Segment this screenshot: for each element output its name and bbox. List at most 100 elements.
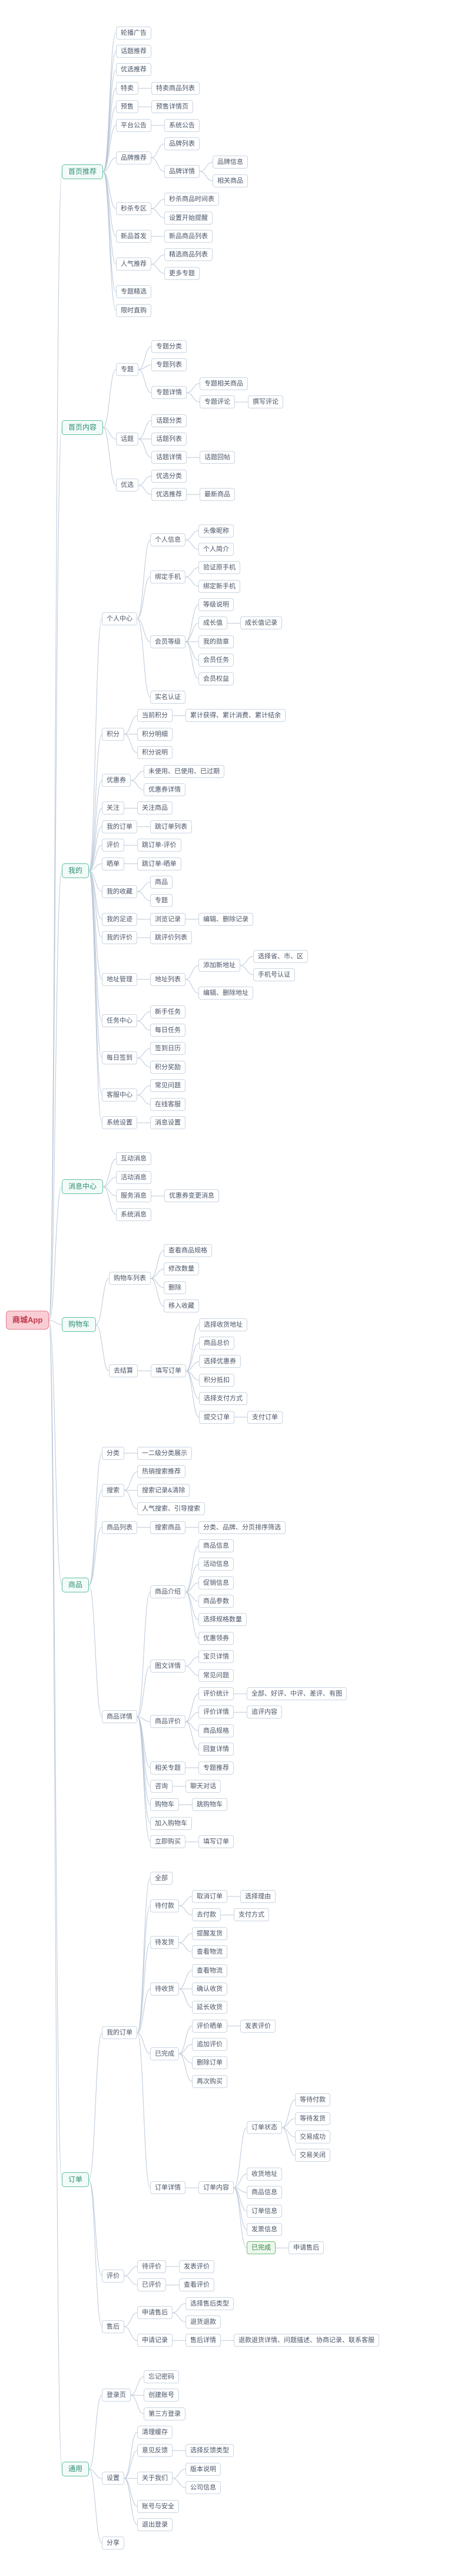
mindmap-node[interactable]: 已完成 <box>150 2047 179 2060</box>
mindmap-node[interactable]: 每日签到 <box>102 1051 137 1064</box>
mindmap-node[interactable]: 删除订单 <box>192 2056 227 2069</box>
mindmap-node[interactable]: 选择支付方式 <box>199 1392 247 1405</box>
mindmap-node[interactable]: 交易关闭 <box>295 2149 330 2162</box>
branch-home-recommend[interactable]: 首页推荐 <box>62 164 104 179</box>
mindmap-node[interactable]: 退出登录 <box>137 2518 173 2531</box>
mindmap-node[interactable]: 话题 <box>116 433 138 446</box>
mindmap-node[interactable]: 绑定手机 <box>150 570 185 583</box>
mindmap-node[interactable]: 优惠券变更消息 <box>164 1189 219 1202</box>
mindmap-node[interactable]: 分享 <box>102 2537 124 2549</box>
mindmap-node[interactable]: 取消订单 <box>192 1890 227 1903</box>
mindmap-node[interactable]: 选择反馈类型 <box>185 2444 234 2457</box>
mindmap-node[interactable]: 优选推荐 <box>116 63 151 76</box>
mindmap-node[interactable]: 服务消息 <box>116 1189 151 1202</box>
mindmap-node[interactable]: 移入收藏 <box>164 1299 199 1312</box>
mindmap-node[interactable]: 我的评价 <box>102 931 137 944</box>
mindmap-node[interactable]: 等级说明 <box>198 598 234 611</box>
mindmap-node[interactable]: 分类、品牌、分页排序筛选 <box>198 1521 286 1534</box>
mindmap-node[interactable]: 积分 <box>102 728 124 741</box>
mindmap-node[interactable]: 查看物流 <box>192 1945 227 1958</box>
mindmap-node[interactable]: 验证原手机 <box>198 561 240 574</box>
mindmap-node[interactable]: 成长值 <box>198 616 227 629</box>
mindmap-node[interactable]: 秒杀专区 <box>116 202 151 215</box>
mindmap-node[interactable]: 浏览记录 <box>150 913 185 926</box>
mindmap-node[interactable]: 提醒发货 <box>192 1927 227 1940</box>
mindmap-node[interactable]: 个人信息 <box>150 533 185 546</box>
mindmap-node[interactable]: 评价晒单 <box>192 2020 227 2033</box>
mindmap-node[interactable]: 咨询 <box>150 1780 173 1793</box>
mindmap-node[interactable]: 购物车列表 <box>109 1272 151 1285</box>
mindmap-node[interactable]: 全部、好评、中评、差评、有图 <box>247 1687 347 1700</box>
mindmap-node[interactable]: 商品总价 <box>199 1337 234 1350</box>
mindmap-node[interactable]: 清理缓存 <box>137 2426 173 2439</box>
mindmap-node[interactable]: 品牌推荐 <box>116 151 151 164</box>
mindmap-node[interactable]: 商品介绍 <box>150 1585 185 1598</box>
mindmap-node[interactable]: 我的勋章 <box>198 635 234 648</box>
mindmap-node[interactable]: 待发货 <box>150 1936 179 1949</box>
mindmap-node[interactable]: 申请记录 <box>137 2334 173 2347</box>
mindmap-node[interactable]: 积分抵扣 <box>199 1374 234 1387</box>
mindmap-node[interactable]: 地址列表 <box>150 973 185 986</box>
mindmap-node[interactable]: 支付订单 <box>247 1411 283 1424</box>
mindmap-node[interactable]: 精选商品列表 <box>164 248 213 261</box>
mindmap-node[interactable]: 热销搜索推荐 <box>137 1465 185 1478</box>
mindmap-node[interactable]: 忘记密码 <box>144 2370 179 2383</box>
mindmap-node[interactable]: 评价详情 <box>198 1706 234 1719</box>
branch-home-content[interactable]: 首页内容 <box>62 420 104 435</box>
mindmap-node[interactable]: 跳订单-晒单 <box>137 857 181 870</box>
mindmap-node[interactable]: 消息设置 <box>150 1116 185 1129</box>
mindmap-node[interactable]: 限时直购 <box>116 304 151 317</box>
mindmap-node[interactable]: 登录页 <box>102 2389 131 2402</box>
mindmap-node[interactable]: 专题评论 <box>200 395 235 408</box>
mindmap-node[interactable]: 常见问题 <box>198 1669 234 1682</box>
mindmap-node[interactable]: 轮播广告 <box>116 27 151 39</box>
mindmap-node[interactable]: 累计获得、累计消费、累计结余 <box>185 709 286 722</box>
mindmap-node[interactable]: 个人简介 <box>198 543 234 556</box>
mindmap-node[interactable]: 新品商品列表 <box>164 230 213 243</box>
mindmap-node[interactable]: 积分说明 <box>137 746 173 759</box>
mindmap-node[interactable]: 预售详情页 <box>151 100 193 113</box>
mindmap-node[interactable]: 未使用、已使用、已过期 <box>144 765 224 778</box>
mindmap-node[interactable]: 更多专题 <box>164 267 200 280</box>
mindmap-node[interactable]: 售后 <box>102 2320 124 2333</box>
mindmap-node[interactable]: 已评价 <box>137 2278 166 2291</box>
mindmap-node[interactable]: 特卖商品列表 <box>151 82 200 95</box>
mindmap-node[interactable]: 选择优惠券 <box>199 1355 241 1368</box>
mindmap-node[interactable]: 聊天对话 <box>185 1780 221 1793</box>
mindmap-node[interactable]: 优惠领券 <box>198 1632 234 1645</box>
mindmap-node[interactable]: 专题精选 <box>116 285 151 298</box>
mindmap-node[interactable]: 活动消息 <box>116 1171 151 1184</box>
mindmap-node[interactable]: 积分奖励 <box>150 1061 185 1074</box>
mindmap-node[interactable]: 售后详情 <box>185 2334 221 2347</box>
mindmap-node[interactable]: 回复详情 <box>198 1743 234 1756</box>
mindmap-node[interactable]: 预售 <box>116 100 138 113</box>
mindmap-node[interactable]: 图文详情 <box>150 1660 185 1673</box>
mindmap-node[interactable]: 创建账号 <box>144 2389 179 2402</box>
mindmap-node[interactable]: 头像昵称 <box>198 525 234 537</box>
mindmap-node[interactable]: 发表评价 <box>240 2020 276 2033</box>
mindmap-node[interactable]: 人气推荐 <box>116 258 151 271</box>
mindmap-node[interactable]: 优选 <box>116 479 138 492</box>
mindmap-node[interactable]: 在线客服 <box>150 1098 185 1111</box>
mindmap-node[interactable]: 修改数量 <box>164 1262 199 1275</box>
mindmap-node[interactable]: 收货地址 <box>247 2168 282 2181</box>
branch-order[interactable]: 订单 <box>62 2172 90 2187</box>
branch-general[interactable]: 通用 <box>62 2462 90 2476</box>
mindmap-node[interactable]: 绑定新手机 <box>198 580 240 593</box>
mindmap-node[interactable]: 专题分类 <box>151 340 187 353</box>
mindmap-node[interactable]: 选择省、市、区 <box>253 950 308 963</box>
mindmap-node[interactable]: 商品规格 <box>198 1724 234 1737</box>
mindmap-node[interactable]: 选择理由 <box>240 1890 276 1903</box>
branch-message-center[interactable]: 消息中心 <box>62 1179 104 1194</box>
mindmap-node[interactable]: 一二级分类展示 <box>137 1447 192 1460</box>
mindmap-node[interactable]: 评价 <box>102 839 124 852</box>
mindmap-node[interactable]: 再次购买 <box>192 2075 227 2088</box>
mindmap-node[interactable]: 填写订单 <box>198 1835 234 1848</box>
mindmap-node[interactable]: 手机号认证 <box>253 968 295 981</box>
mindmap-node[interactable]: 关注商品 <box>137 802 173 814</box>
mindmap-node[interactable]: 积分明细 <box>137 728 173 741</box>
mindmap-node[interactable]: 发表评价 <box>179 2260 214 2273</box>
mindmap-node[interactable]: 立即购买 <box>150 1835 185 1848</box>
mindmap-node[interactable]: 待收货 <box>150 1983 179 1996</box>
mindmap-node[interactable]: 编辑、删除地址 <box>198 987 253 1000</box>
